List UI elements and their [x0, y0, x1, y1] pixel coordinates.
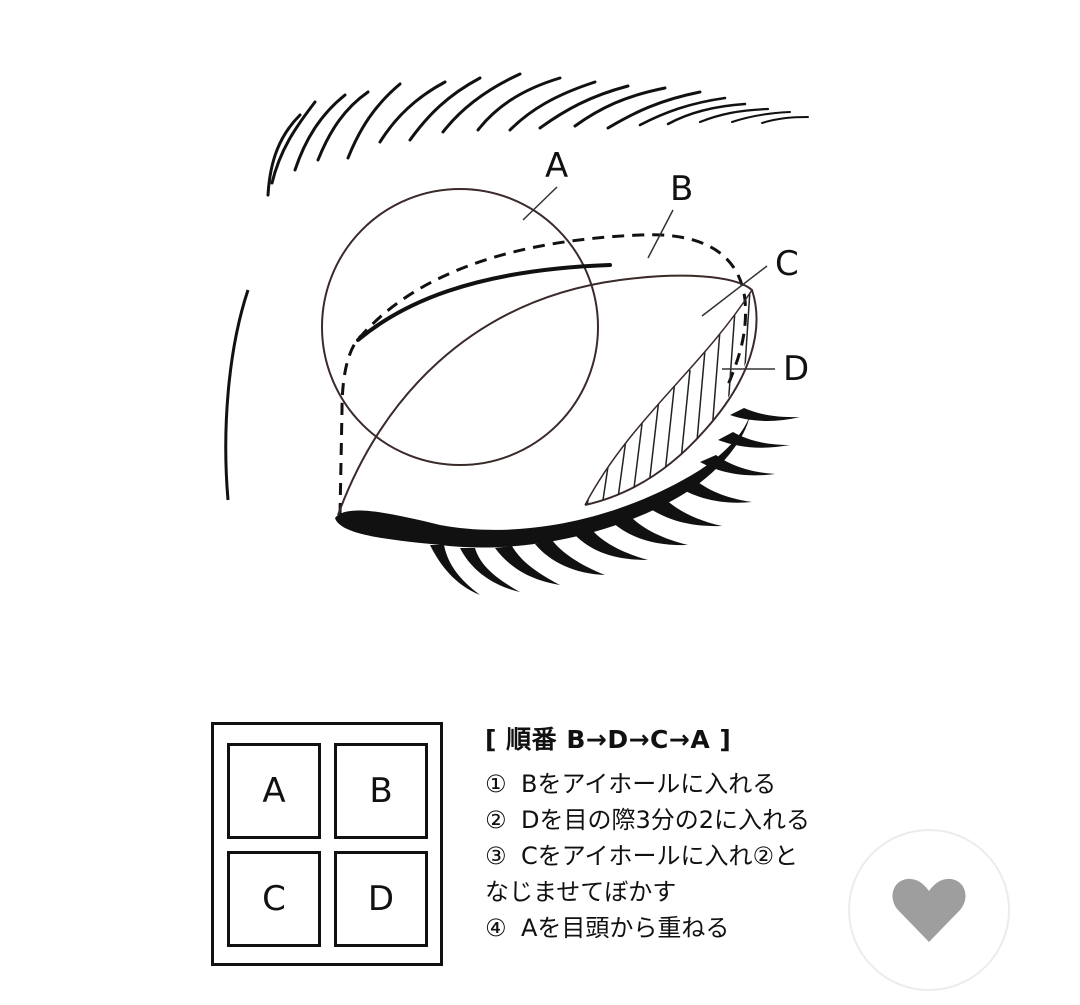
palette-cell-d: D	[334, 851, 428, 947]
lash-line	[335, 415, 750, 548]
heart-icon	[892, 878, 966, 942]
like-button[interactable]	[848, 829, 1010, 991]
eyebrow	[266, 72, 809, 197]
zone-b-dashed	[338, 233, 748, 516]
instructions-title: [ 順番 B→D→C→A ]	[485, 725, 732, 754]
eye-makeup-diagram: A B C D	[224, 72, 809, 595]
step-number: ④	[485, 914, 507, 942]
zone-a-circle	[321, 188, 599, 466]
zone-d-outline	[584, 289, 753, 506]
label-a: A	[545, 146, 568, 186]
step-text: Aを目頭から重ねる	[521, 914, 730, 942]
eyelashes	[430, 408, 800, 595]
palette-cell-b: B	[334, 743, 428, 839]
step-4: ④ Aを目頭から重ねる	[485, 910, 885, 946]
step-number: ②	[485, 806, 507, 834]
step-text: Dを目の際3分の2に入れる	[521, 806, 811, 834]
palette-cell-a: A	[227, 743, 321, 839]
instructions: [ 順番 B→D→C→A ] ① Bをアイホールに入れる ② Dを目の際3分の2に入…	[485, 720, 885, 946]
step-3-continued: なじませてぼかす	[485, 878, 677, 906]
step-text: Cをアイホールに入れ②と	[521, 842, 799, 870]
eye-crease	[356, 263, 612, 342]
step-number: ①	[485, 770, 507, 798]
label-d: D	[783, 349, 809, 389]
step-number: ③	[485, 842, 507, 870]
zone-d-hatch	[585, 290, 756, 505]
palette-cell-c: C	[227, 851, 321, 947]
leader-lines	[522, 186, 775, 370]
face-contour	[224, 289, 250, 501]
label-c: C	[775, 244, 799, 284]
step-1: ① Bをアイホールに入れる	[485, 766, 885, 802]
step-text: Bをアイホールに入れる	[521, 770, 777, 798]
eyeshadow-palette: A B C D	[211, 722, 443, 966]
label-b: B	[670, 169, 693, 209]
step-2: ② Dを目の際3分の2に入れる	[485, 802, 885, 838]
step-3: ③ Cをアイホールに入れ②と	[485, 838, 885, 874]
